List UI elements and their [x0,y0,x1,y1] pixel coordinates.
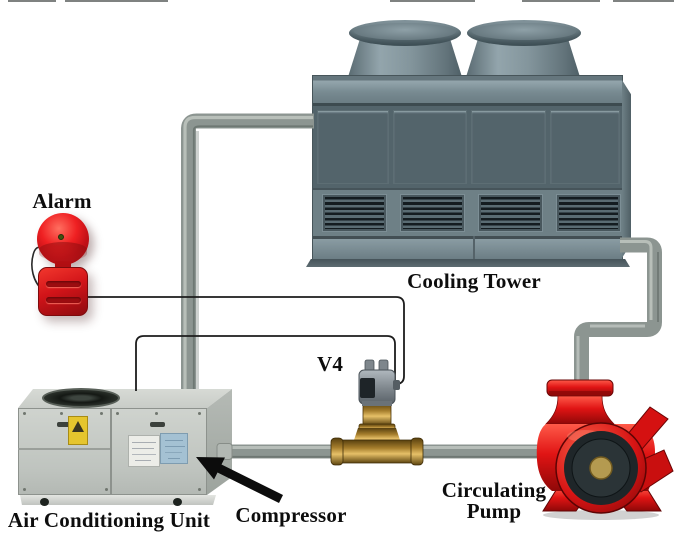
pump-neck [545,395,615,425]
tower-louver-row [313,188,622,236]
scan-artifact [390,0,475,2]
acu-base [20,495,216,505]
acu-panel-divider [110,408,112,495]
pipe-shade-edge [192,125,313,400]
pump-hub [589,456,613,480]
valve-stem-nut [362,402,392,426]
screw [105,488,108,491]
compressor-arrow [196,457,283,503]
control-wire-acu-to-valve [135,335,396,391]
screw [116,412,119,415]
air-conditioning-unit [15,385,237,511]
scan-artifact [8,0,56,2]
tower-louver [557,195,620,231]
warning-triangle-icon [72,421,84,432]
acu-foot [173,498,182,506]
label-line [165,446,185,447]
circulating-pump-label-line1: Circulating [441,478,547,502]
alarm-neck [55,261,71,269]
tower-louver [401,195,464,231]
label-line [135,460,151,461]
screw [198,412,201,415]
tower-right-face [622,80,631,258]
cooling-tower [312,75,623,262]
circulating-pump-label-line2: Pump [466,499,522,523]
pump-flange-shade [549,391,611,395]
actuator-window [360,378,375,398]
scan-artifact [613,0,674,2]
spec-label-white [128,435,160,467]
tower-fan-rim-left [349,20,461,46]
valve-v4-label: V4 [316,352,344,376]
scan-artifact [522,0,600,2]
screw [23,412,26,415]
acu-foot [40,498,49,506]
tower-top-band [313,76,622,106]
pipe-collar [216,443,233,460]
screw [23,488,26,491]
pump-shadow [543,510,659,520]
valve-tee-sleeve [332,439,422,464]
alarm-slot [46,297,81,303]
alarm-slot [46,281,81,287]
warning-sticker [68,416,88,445]
tower-louver [323,195,386,231]
tower-louver [479,195,542,231]
tower-bottom-seam [473,236,475,262]
screw [100,412,103,415]
cooling-tower-label: Cooling Tower [407,269,541,293]
scan-artifact [65,0,168,2]
alarm-bell-center [58,234,64,240]
air-conditioning-unit-label: Air Conditioning Unit [7,508,211,532]
acu-panel-divider [18,448,110,450]
screw [198,488,201,491]
label-line [132,448,154,449]
valve-v4 [330,359,424,466]
pipe-highlight [576,324,645,384]
label-line [132,454,156,455]
circulating-pump-label: Circulating Pump [432,480,556,522]
actuator-collar [362,401,392,406]
pipe-highlight [620,240,653,320]
alarm-label: Alarm [32,189,92,213]
label-line [165,452,182,453]
tower-fan-rim-right [467,20,581,46]
actuator-connector [393,380,400,390]
compressor-label: Compressor [235,503,347,527]
acu-fan-grille [42,388,120,408]
tower-panel-row [313,106,622,188]
valve-sleeve-cap [330,437,344,466]
acu-vent-slot [57,422,70,427]
tower-bottom-band [313,236,622,262]
tower-base-shadow [306,259,630,267]
pipe-acu-to-tower [181,113,314,402]
pipe-highlight [183,115,313,400]
spec-label-blue [160,433,188,464]
alarm-box [38,267,88,316]
screw [155,412,158,415]
circulating-pump [536,379,674,520]
label-line [165,440,183,441]
alarm-bell [37,213,89,265]
screw [60,412,63,415]
label-line [132,442,156,443]
acu-vent-slot [150,422,165,427]
label-line [168,458,180,459]
valve-sleeve-cap [410,437,424,466]
